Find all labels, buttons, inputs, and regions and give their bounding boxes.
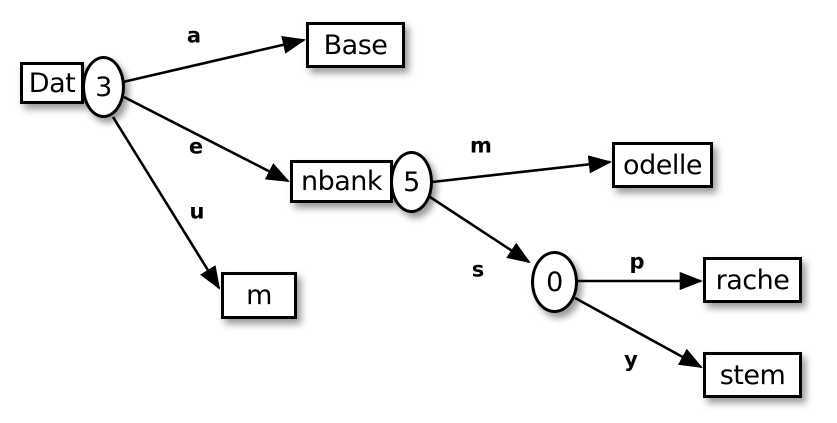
edge-label-m: m <box>470 133 492 158</box>
edge-line-m <box>431 155 613 184</box>
edge-line-u <box>111 116 221 290</box>
node-3[interactable]: 3 <box>82 56 125 118</box>
edge-label-y: y <box>624 347 638 372</box>
node-label: rache <box>715 264 790 296</box>
node-label: Base <box>323 29 388 61</box>
node-rache[interactable]: rache <box>703 257 802 303</box>
edge-label-a: a <box>186 23 202 48</box>
node-5[interactable]: 5 <box>390 151 433 213</box>
node-nbank[interactable]: nbank <box>290 160 393 203</box>
node-label: 5 <box>403 166 420 198</box>
edge-line-s <box>429 195 531 264</box>
node-0[interactable]: 0 <box>531 251 578 313</box>
node-label: odelle <box>623 149 702 181</box>
node-label: 3 <box>95 71 112 103</box>
node-base[interactable]: Base <box>306 22 405 68</box>
edge-label-p: p <box>629 249 645 274</box>
edge-line-e <box>123 95 290 183</box>
node-stem[interactable]: stem <box>703 352 802 398</box>
edge-label-s: s <box>471 257 485 282</box>
node-m[interactable]: m <box>221 272 297 319</box>
edge-line-y <box>574 296 703 369</box>
node-label: Dat <box>28 67 76 99</box>
node-odelle[interactable]: odelle <box>612 142 713 188</box>
edge-line-a <box>122 35 307 84</box>
edge-label-u: u <box>189 199 205 224</box>
edge-label-e: e <box>188 134 204 159</box>
node-label: 0 <box>546 266 563 298</box>
node-label: m <box>246 280 272 311</box>
node-label: stem <box>719 359 786 391</box>
node-label: nbank <box>300 166 383 197</box>
node-dat[interactable]: Dat <box>20 62 84 104</box>
